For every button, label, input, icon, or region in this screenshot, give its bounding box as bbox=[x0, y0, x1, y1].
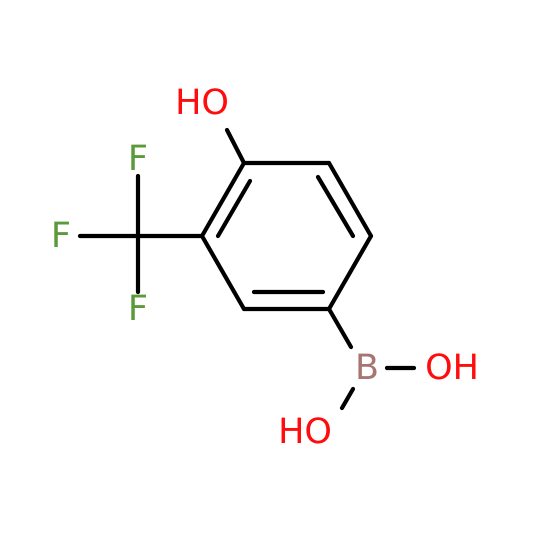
ring-bond-c6-c1 bbox=[199, 160, 247, 239]
ring-bond-c2-c3 bbox=[326, 160, 374, 239]
atom-hydroxyl-right: OH bbox=[425, 348, 479, 388]
atom-hydroxyl-bottom: HO bbox=[278, 412, 332, 452]
bond-c1-hydroxyl bbox=[224, 127, 247, 166]
atom-boron: B bbox=[355, 348, 379, 388]
atom-hydroxyl-top: HO bbox=[175, 83, 229, 123]
bond-boron-hydroxyl-bottom bbox=[339, 386, 356, 411]
atom-fluorine-top: F bbox=[128, 139, 148, 179]
bond-c4-boron bbox=[326, 306, 354, 350]
atom-fluorine-bottom: F bbox=[128, 289, 148, 329]
ring-double-bond-inner-top bbox=[315, 174, 356, 239]
ring-bond-c5-c6 bbox=[199, 233, 247, 312]
atom-fluorine-left: F bbox=[51, 216, 71, 256]
ring-double-bond-inner-left bbox=[215, 178, 253, 239]
ring-bond-c3-c4 bbox=[326, 233, 374, 312]
